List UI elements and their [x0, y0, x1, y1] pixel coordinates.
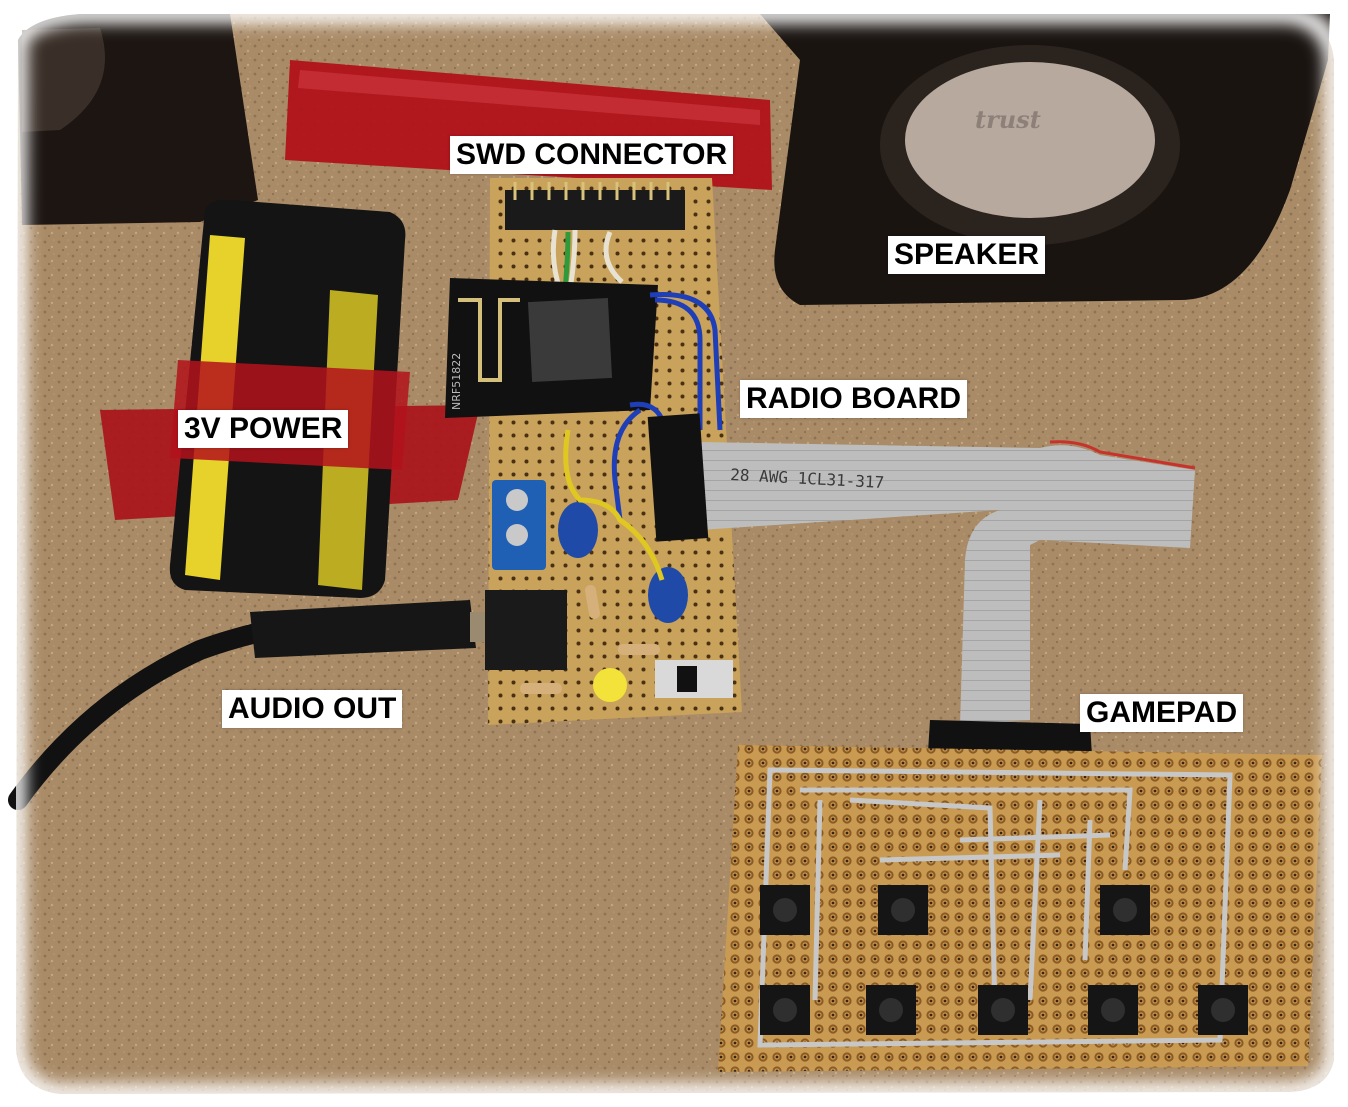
idc-connector [647, 413, 709, 542]
red-tape-top-shine [298, 70, 760, 125]
label-speaker: SPEAKER [888, 236, 1046, 274]
led-yellow [593, 668, 627, 702]
label-gamepad: GAMEPAD [1080, 694, 1244, 732]
radio-chip-label: NRF51822 [450, 353, 463, 410]
radio-antenna [458, 298, 520, 382]
radio-shield [527, 297, 613, 383]
speaker-dust-cap [905, 62, 1155, 218]
slide-switch-knob [677, 666, 697, 692]
label-audio-out: AUDIO OUT [222, 690, 403, 728]
wire-green [562, 231, 571, 291]
swd-pins [513, 182, 670, 200]
label-swd-connector: SWD CONNECTOR [450, 136, 734, 174]
gamepad-connector [928, 720, 1092, 755]
speaker-brand-text: trust [975, 105, 1041, 134]
audio-jack [485, 590, 567, 670]
ribbon-red-stripe [1049, 440, 1196, 470]
audio-plug [250, 600, 476, 658]
swd-pin-header [505, 190, 685, 230]
label-3v-power: 3V POWER [178, 410, 349, 448]
capacitor-2 [648, 567, 688, 623]
left-speaker-cone [22, 28, 105, 132]
terminal-screw-1 [506, 489, 528, 511]
ribbon-cable [700, 442, 1195, 725]
gamepad-traces [757, 767, 1233, 1048]
capacitor-1 [558, 502, 598, 558]
label-radio-board: RADIO BOARD [740, 380, 967, 418]
wire-yellow [563, 429, 665, 581]
resistors [520, 585, 660, 694]
gamepad-buttons [760, 885, 1248, 1035]
gamepad-button-caps [773, 898, 1235, 1022]
terminal-screw-2 [506, 524, 528, 546]
vignette [6, 4, 1343, 1104]
blue-wires [611, 291, 723, 521]
